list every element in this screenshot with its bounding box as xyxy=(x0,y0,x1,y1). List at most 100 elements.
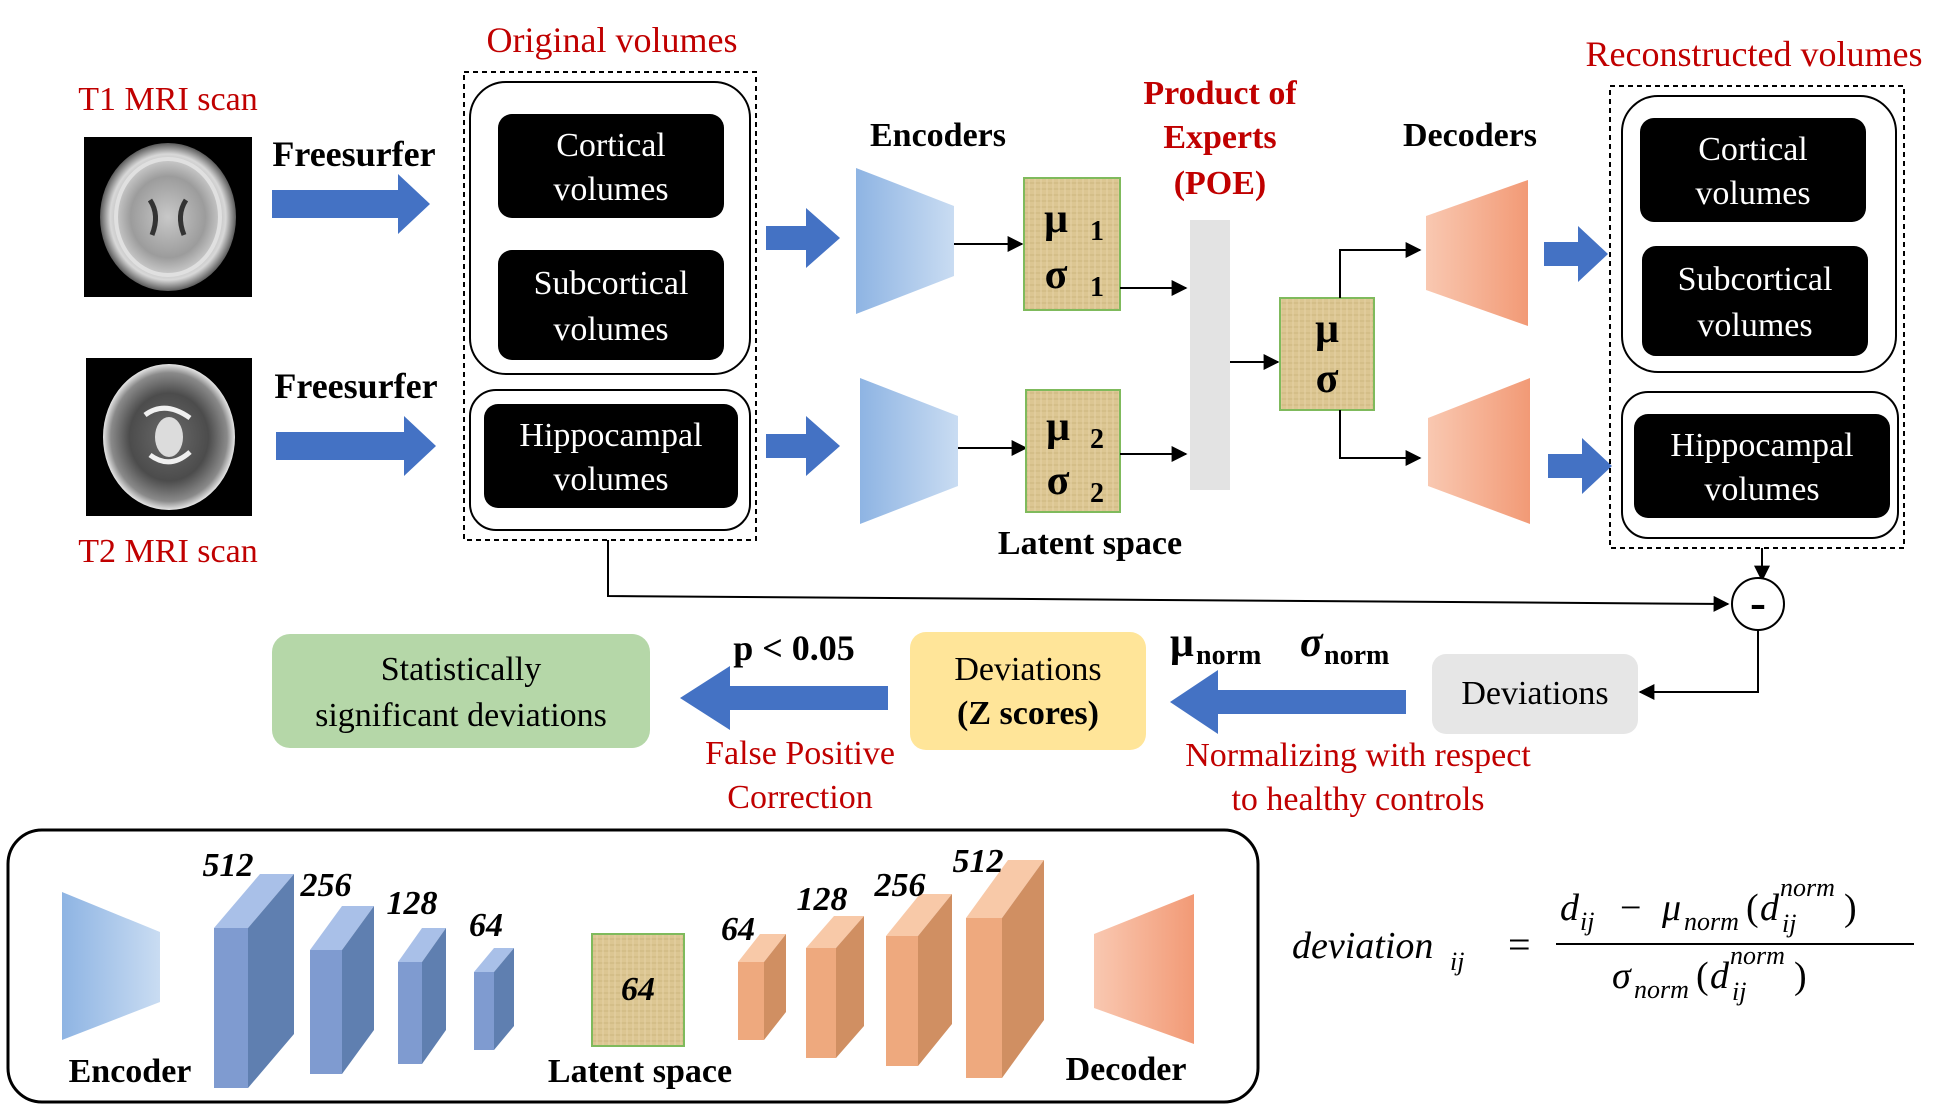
deviations-z-line2: (Z scores) xyxy=(957,695,1099,732)
original-cortical-box xyxy=(498,114,724,218)
poe-line2: Experts xyxy=(1163,119,1276,156)
formula-den-d: d xyxy=(1710,955,1730,997)
decoder-layer-256 xyxy=(886,894,952,1066)
formula-den-close: ) xyxy=(1794,955,1807,997)
sigma2-subscript: 2 xyxy=(1090,478,1104,509)
reconstructed-volumes-container xyxy=(1609,85,1905,549)
arch-decoder-label: Decoder xyxy=(1066,1051,1187,1088)
deviations-z-line1: Deviations xyxy=(954,651,1101,688)
formula-num-mu-sub: norm xyxy=(1684,907,1739,936)
encoder-layer-128-label: 128 xyxy=(387,885,438,922)
latent-box-2 xyxy=(1025,389,1121,513)
significant-line1: Statistically xyxy=(381,651,542,688)
encoder-layer-128 xyxy=(398,928,446,1064)
formula-den-open: ( xyxy=(1696,955,1709,997)
mu-norm-subscript: norm xyxy=(1196,640,1261,671)
poe-line1: Product of xyxy=(1143,75,1297,112)
recon-cortical-line1: Cortical xyxy=(1698,131,1808,168)
sigma-norm-subscript: norm xyxy=(1324,640,1389,671)
original-subcortical-box xyxy=(498,250,724,360)
formula-num-open: ( xyxy=(1746,887,1759,929)
deviations-z-box xyxy=(910,632,1146,750)
encoder-layer-64-label: 64 xyxy=(469,907,503,944)
arch-latent-size: 64 xyxy=(621,971,655,1008)
original-hippocampal-box xyxy=(484,404,738,508)
encoder-layer-256-label: 256 xyxy=(300,867,352,904)
decoder-layer-512 xyxy=(966,860,1044,1078)
decoder-bottom-trapezoid xyxy=(1428,378,1530,524)
recon-subcortical-line2: volumes xyxy=(1697,307,1812,344)
mu1-symbol: μ xyxy=(1044,196,1068,242)
p-value-label: p < 0.05 xyxy=(733,628,855,668)
encoder-layer-512 xyxy=(214,874,294,1088)
normalizing-line2: to healthy controls xyxy=(1231,781,1484,818)
mu-norm-symbol: μ xyxy=(1170,620,1194,666)
decoder-top-trapezoid xyxy=(1426,180,1528,326)
latent-space-label: Latent space xyxy=(998,525,1182,562)
joint-latent-box xyxy=(1279,297,1375,411)
arrow-fpc xyxy=(680,666,888,730)
original-cortical-line1: Cortical xyxy=(556,127,666,164)
arch-latent-box xyxy=(591,933,685,1047)
poe-line3: (POE) xyxy=(1174,165,1267,202)
encoder-layer-64 xyxy=(474,948,514,1050)
svg-text:σ: σ xyxy=(1045,252,1068,298)
arrow-t1-to-original xyxy=(272,174,430,234)
encoder-layer-512-label: 512 xyxy=(203,847,254,884)
svg-text:μ: μ xyxy=(1170,620,1194,666)
decoder-layer-64-label: 64 xyxy=(721,911,755,948)
deviations-raw-box xyxy=(1432,654,1638,734)
freesurfer-bottom-label: Freesurfer xyxy=(274,366,437,406)
joint-to-decoder-bottom-connector xyxy=(1339,410,1422,466)
recon-hippocampal-line2: volumes xyxy=(1704,471,1819,508)
formula-den-d-sub: ij xyxy=(1732,977,1746,1006)
encoder-bottom-trapezoid xyxy=(860,378,958,524)
formula-den-d-sup: norm xyxy=(1730,941,1785,970)
formula-num-d2-sub: ij xyxy=(1782,909,1796,938)
arrow-original-to-encoder-top xyxy=(766,208,840,268)
svg-text:deviation: deviation xyxy=(1292,925,1433,967)
minus-symbol: - xyxy=(1750,576,1766,629)
significant-deviations-box xyxy=(272,634,650,748)
decoder-layer-128 xyxy=(806,916,864,1058)
sigma2-symbol: σ xyxy=(1047,458,1070,504)
sigma1-subscript: 1 xyxy=(1090,272,1104,303)
original-hippocampal-line1: Hippocampal xyxy=(519,417,702,454)
original-to-minus-connector xyxy=(607,540,1730,612)
original-volumes-container xyxy=(463,71,757,541)
original-subcortical-line1: Subcortical xyxy=(534,265,689,302)
joint-mu: μ xyxy=(1315,306,1339,352)
svg-text:σ: σ xyxy=(1047,458,1070,504)
recon-hippocampal-box xyxy=(1634,414,1890,518)
formula-num-close: ) xyxy=(1844,887,1857,929)
encoder-layer-256 xyxy=(310,906,374,1074)
decoder-layer-64 xyxy=(738,934,786,1040)
formula-num-mu: μ xyxy=(1661,887,1681,929)
arrow-original-to-encoder-bottom xyxy=(766,416,840,476)
normalizing-line1: Normalizing with respect xyxy=(1185,737,1531,774)
encoder-top-trapezoid xyxy=(856,168,954,314)
t2-brain-image xyxy=(86,358,252,516)
decoder-layer-256-label: 256 xyxy=(874,867,926,904)
fpc-line2: Correction xyxy=(727,779,872,816)
arch-encoder-trapezoid xyxy=(62,892,160,1040)
formula-num-minus: − xyxy=(1620,887,1641,929)
decoders-label: Decoders xyxy=(1403,117,1537,154)
formula-lhs-sub: ij xyxy=(1450,947,1464,976)
formula-num-d2-sup: norm xyxy=(1780,873,1835,902)
encoders-label: Encoders xyxy=(870,117,1006,154)
arrow-decoder-to-recon-top xyxy=(1544,226,1608,282)
formula-num-d-sub: ij xyxy=(1580,907,1594,936)
arch-latent-label: Latent space xyxy=(548,1053,732,1090)
formula-equals: = xyxy=(1508,922,1531,967)
recon-cortical-box xyxy=(1640,118,1866,222)
recon-subcortical-box xyxy=(1642,246,1868,356)
decoder-layer-128-label: 128 xyxy=(797,881,848,918)
t2-label: T2 MRI scan xyxy=(78,533,257,570)
deviations-raw-label: Deviations xyxy=(1461,675,1608,712)
latent-box-1 xyxy=(1023,177,1121,311)
significant-line2: significant deviations xyxy=(315,697,607,734)
mu2-symbol: μ xyxy=(1046,404,1070,450)
deviation-formula: deviation ij = d ij − μ norm ( d norm ij… xyxy=(1292,873,1914,1006)
